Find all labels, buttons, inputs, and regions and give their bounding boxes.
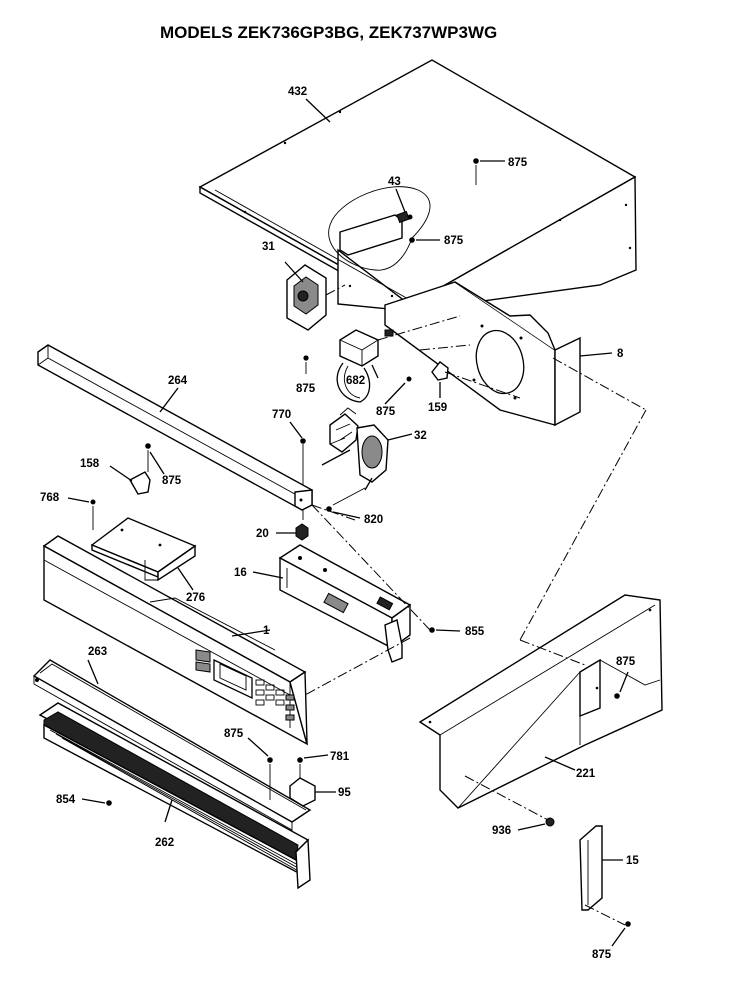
rear-panel-8 — [384, 281, 613, 427]
callout-labels: 432 875 43 875 31 8 264 875 682 875 159 … — [40, 86, 639, 961]
assembly-lines — [304, 315, 647, 926]
nut-936 — [517, 817, 555, 831]
control-board-16 — [252, 544, 412, 663]
screw-875-bottom — [611, 921, 631, 947]
clip-20 — [276, 523, 309, 541]
callout-682: 682 — [346, 375, 365, 387]
callout-32: 32 — [414, 430, 427, 442]
fan-motor-32 — [321, 407, 413, 491]
callout-262: 262 — [155, 837, 174, 849]
callout-264: 264 — [168, 375, 188, 387]
callout-875-top: 875 — [508, 157, 528, 169]
bracket-276 — [90, 517, 197, 591]
callout-158: 158 — [80, 458, 100, 470]
callout-432: 432 — [288, 86, 307, 98]
callout-875-a: 875 — [296, 383, 316, 395]
callout-1: 1 — [263, 625, 270, 637]
callout-16: 16 — [234, 567, 247, 579]
bracket-158 — [109, 465, 151, 495]
screw-875-top — [473, 158, 505, 185]
callout-20: 20 — [256, 528, 269, 540]
callout-875-right: 875 — [616, 656, 636, 668]
callout-276: 276 — [186, 592, 205, 604]
screw-820 — [326, 487, 366, 519]
blower-682 — [336, 329, 394, 403]
thermostat-43 — [328, 186, 431, 271]
vent-262 — [38, 702, 311, 890]
callout-875-d: 875 — [224, 728, 244, 740]
callout-263: 263 — [88, 646, 107, 658]
callout-875-bottom: 875 — [592, 949, 612, 961]
callout-768: 768 — [40, 492, 60, 504]
callout-936: 936 — [492, 825, 511, 837]
callout-95: 95 — [338, 787, 351, 799]
callout-43: 43 — [388, 176, 401, 188]
callout-855: 855 — [465, 626, 485, 638]
callout-31: 31 — [262, 241, 275, 253]
bracket-15 — [579, 825, 623, 911]
screw-875-a — [303, 355, 309, 374]
callout-15: 15 — [626, 855, 639, 867]
callout-221: 221 — [576, 768, 596, 780]
top-cover-432 — [198, 59, 637, 313]
callout-8: 8 — [617, 348, 624, 360]
callout-875-b: 875 — [376, 406, 396, 418]
bracket-95 — [289, 777, 336, 807]
screw-768 — [67, 497, 96, 530]
control-panel-1 — [42, 535, 309, 746]
screw-875-b — [384, 376, 412, 405]
bracket-159 — [431, 361, 449, 398]
screw-875-d — [247, 737, 273, 800]
callout-875-43: 875 — [444, 235, 464, 247]
callout-820: 820 — [364, 514, 383, 526]
callout-770: 770 — [272, 409, 291, 421]
trim-263 — [32, 659, 312, 831]
screw-875-cover — [409, 237, 440, 243]
callout-875-c: 875 — [162, 475, 182, 487]
screw-875-c — [145, 443, 165, 475]
switch-31 — [284, 261, 346, 331]
screw-855 — [429, 627, 461, 633]
screw-875-right — [614, 671, 629, 699]
side-bracket-221 — [418, 594, 663, 809]
screw-854 — [81, 798, 112, 806]
callout-159: 159 — [428, 402, 447, 414]
callout-854: 854 — [56, 794, 76, 806]
diagram-title: MODELS ZEK736GP3BG, ZEK737WP3WG — [160, 23, 497, 42]
callout-781: 781 — [330, 751, 350, 763]
